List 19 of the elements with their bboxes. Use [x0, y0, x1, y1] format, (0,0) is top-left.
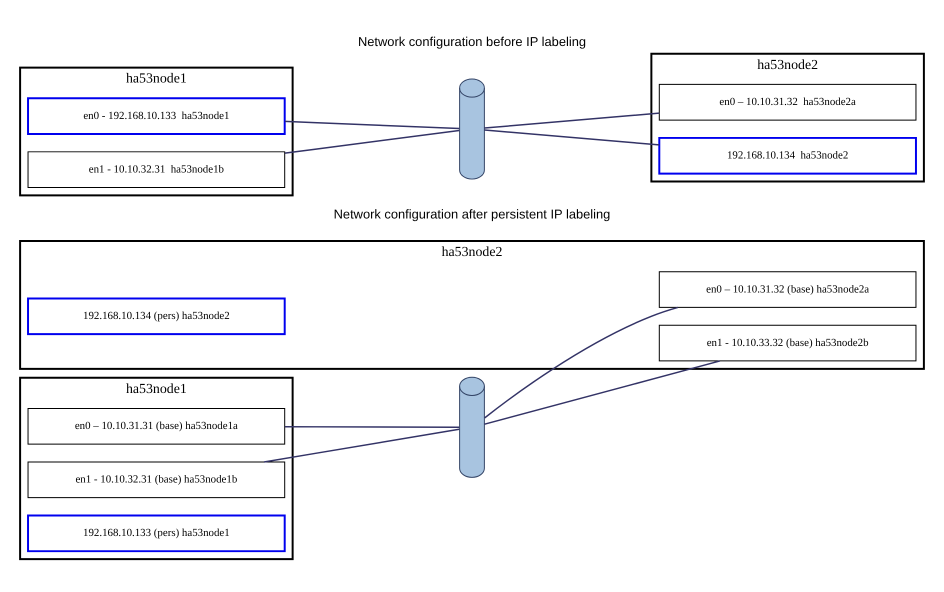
connector — [484, 306, 678, 418]
node-box: 192.168.10.133 (pers) ha53node1 — [27, 514, 286, 552]
node-box: en0 - 192.168.10.133 ha53node1 — [27, 97, 286, 135]
connector — [484, 360, 720, 425]
connector — [264, 428, 460, 463]
node-box: en1 - 10.10.33.32 (base) ha53node2b — [658, 324, 916, 362]
node-box: 192.168.10.134 ha53node2 — [658, 136, 917, 175]
node-box: 192.168.10.134 (pers) ha53node2 — [27, 297, 286, 336]
node-box: en1 - 10.10.32.31 ha53node1b — [28, 151, 286, 188]
node-box: en0 – 10.10.31.31 (base) ha53node1a — [28, 408, 286, 445]
connector — [284, 426, 460, 428]
connector — [484, 129, 660, 146]
node-box: en1 - 10.10.32.31 (base) ha53node1b — [28, 462, 286, 498]
connector — [284, 120, 460, 130]
label: Network configuration before IP labeling — [358, 34, 586, 50]
node-box: en0 – 10.10.31.32 (base) ha53node2a — [658, 271, 916, 308]
connector — [484, 112, 660, 129]
label: Network configuration after persistent IP labeling — [334, 206, 610, 222]
node-box: en0 – 10.10.31.32 ha53node2a — [658, 84, 916, 121]
